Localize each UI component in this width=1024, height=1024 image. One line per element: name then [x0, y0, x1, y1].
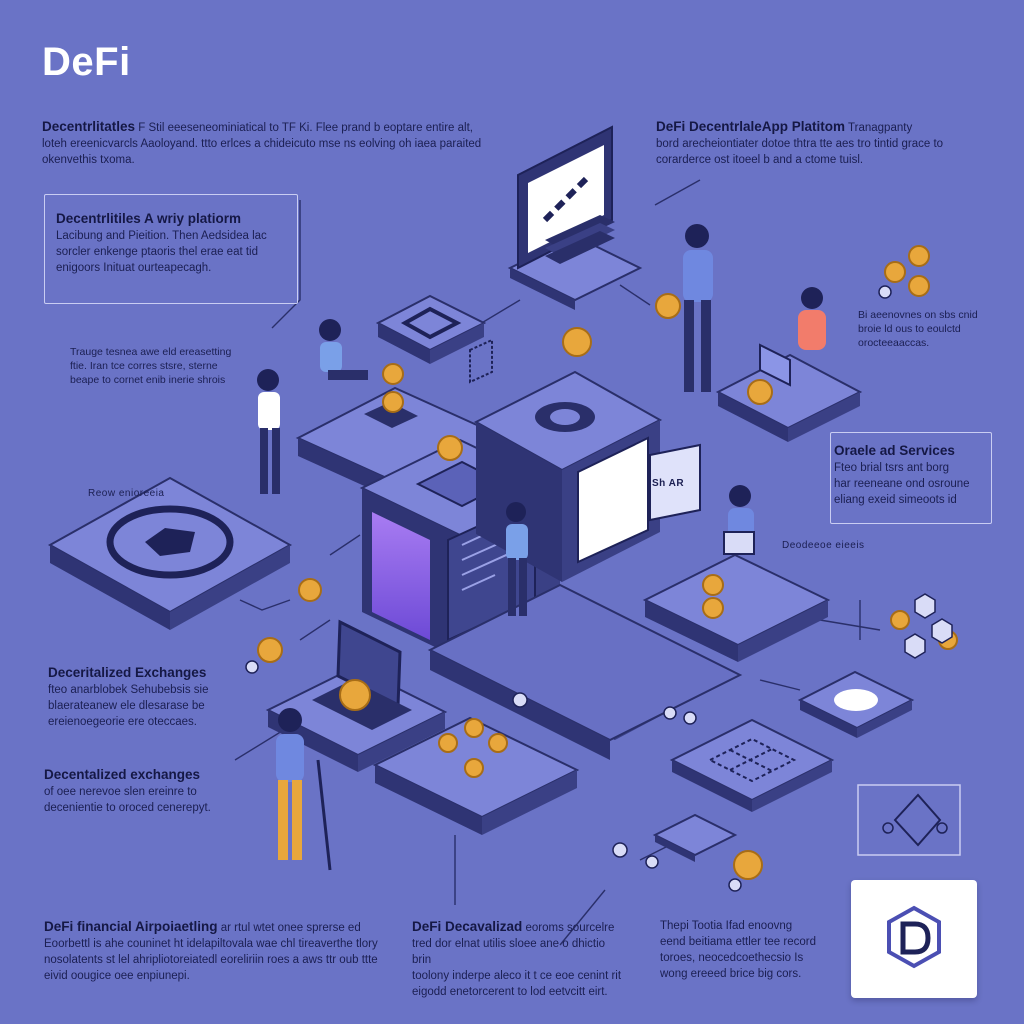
mid-left-line2: ftie. Iran tce corres stsre, sterne — [70, 360, 218, 372]
right-mid-description: Bi aeenovnes on sbs cnid broie ld ous to… — [858, 308, 998, 350]
bottom-left-line4: eivid oougice oee enpiunepi. — [44, 970, 190, 982]
small-nodes — [245, 285, 953, 892]
callout-left-heading: Decentrlitiles A wriy platiorm — [56, 211, 242, 226]
right-mid-line3: orocteeaaccas. — [858, 337, 930, 349]
top-right-line2: bord arecheiontiater dotoe thtra tte aes… — [656, 138, 944, 150]
dex2-heading: Decentalized exchanges — [44, 767, 201, 782]
defi-logo-badge — [851, 880, 977, 998]
person-sitting-desk — [319, 319, 368, 380]
laptop-tile — [265, 619, 448, 772]
bottom-left-heading: DeFi financial Airpoiaetling — [44, 919, 218, 934]
hexagon-d-logo-icon — [887, 905, 941, 969]
bottom-right-description: Thepi Tootia Ifad enoovng eend beitiama … — [660, 918, 840, 982]
dex1-line3: ereienoegeorie ere oteccaes. — [48, 716, 197, 728]
oracle-description: Oraele ad Services Fteo brial tsrs ant b… — [834, 442, 989, 508]
wallet-small-tile — [652, 813, 738, 862]
bottom-mid-line1: eoroms sourcelre — [525, 922, 615, 934]
oracle-line2: har reeneane ond osroune — [834, 478, 970, 490]
person-tablet — [723, 485, 755, 555]
person-walking — [276, 708, 332, 871]
callout-left-line3: enigoors Inituat ourteapecagh. — [56, 262, 212, 274]
left-tag: Reow enioreeia — [88, 488, 165, 499]
oracle-tile — [797, 670, 915, 738]
dex-block-2: Decentalized exchanges of oee nerevoe sl… — [44, 766, 254, 816]
person-standing-left — [257, 369, 280, 494]
top-right-description: DeFi DecentrlaleApp Platitom Tranagpanty… — [656, 118, 986, 168]
dex2-line1: of oee nerevoe slen ereinre to — [44, 786, 197, 798]
dex-block-1: Deceritalized Exchanges fteo anarblobek … — [48, 664, 268, 730]
oracle-heading: Oraele ad Services — [834, 443, 955, 458]
person-at-server — [506, 502, 528, 616]
chip-tile — [375, 294, 487, 364]
screen-tag: Sh AR — [652, 478, 685, 489]
top-left-description: Decentrlitatles F Stil eeeseneominiatica… — [42, 118, 512, 168]
callout-left-line2: sorcler enkenge ptaoris thel erae eat ti… — [56, 246, 259, 258]
page-title: DeFi — [42, 40, 131, 84]
top-left-line3: okenvethis txoma. — [42, 154, 135, 166]
mid-left-line1: Trauge tesnea awe eld ereasetting — [70, 346, 232, 358]
top-left-line1: F Stil eeeseneominiatical to TF Ki. Flee… — [138, 122, 473, 134]
bottom-mid-description: DeFi Decavalizad eoroms sourcelre tred d… — [412, 918, 627, 1000]
floating-screen — [649, 443, 701, 522]
right-mid-line1: Bi aeenovnes on sbs cnid — [858, 309, 978, 321]
monitor-platform — [507, 125, 643, 310]
person-presenting — [683, 224, 713, 392]
right-tag: Deodeeoe eieeis — [782, 540, 865, 551]
icon-frame — [857, 784, 961, 856]
bottom-right-line3: toroes, neocedcoethecsio Is — [660, 952, 804, 964]
right-mid-line2: broie ld ous to eoulctd — [858, 323, 961, 335]
bottom-mid-line2: tred dor elnat utilis sloee ane o dhicti… — [412, 938, 606, 966]
top-left-heading: Decentrlitatles — [42, 119, 136, 134]
oracle-line3: eliang exeid simeoots id — [834, 494, 957, 506]
bottom-left-description: DeFi financial Airpoiaetling ar rtul wte… — [44, 918, 394, 984]
wallet-tile — [47, 476, 293, 630]
dex2-line2: decenientie to oroced cenerepyt. — [44, 802, 211, 814]
callout-left-line1: Lacibung and Pieition. Then Aedsidea lac — [56, 230, 267, 242]
bottom-right-line1: Thepi Tootia Ifad enoovng — [660, 920, 793, 932]
person-laptop-right — [759, 287, 826, 387]
bottom-left-line1: ar rtul wtet onee sprerse ed — [220, 922, 361, 934]
mid-left-line3: beape to cornet enib inerie shrois — [70, 374, 226, 386]
bottom-left-line3: nosolatents st lel ahripliotoreiatedl eo… — [44, 954, 378, 966]
small-device — [469, 338, 493, 384]
oracle-callout-frame — [830, 432, 992, 524]
coins — [257, 245, 958, 880]
top-right-heading: DeFi DecentrlaleApp Platitom — [656, 119, 846, 134]
dex1-line2: blaerateanew ele dlesarase be — [48, 700, 205, 712]
callout-left-text: Decentrlitiles A wriy platiorm Lacibung … — [56, 210, 292, 276]
bottom-mid-line3: toolony inderpe aleco it t ce eoe cenint… — [412, 970, 622, 982]
top-left-line2: loteh ereenicvarcls Aaoloyand. ttto erlc… — [42, 138, 482, 150]
dex1-line1: fteo anarblobek Sehubebsis sie — [48, 684, 209, 696]
bottom-right-line2: eend beitiama ettler tee record — [660, 936, 816, 948]
bottom-mid-line4: eigodd enetorcerent to lod eetvcitt eirt… — [412, 986, 608, 998]
top-right-line1: Tranagpanty — [848, 122, 913, 134]
bottom-left-line2: Eoorbettl is ahe couninet ht idelapiltov… — [44, 938, 378, 950]
dex1-heading: Deceritalized Exchanges — [48, 665, 207, 680]
laptop-user-tile — [715, 353, 863, 442]
app-cube — [473, 370, 663, 582]
network-tile — [669, 718, 835, 812]
oracle-line1: Fteo brial tsrs ant borg — [834, 462, 950, 474]
top-right-line3: corarderce ost itoeel b and a ctome tuis… — [656, 154, 864, 166]
bottom-mid-heading: DeFi Decavalizad — [412, 919, 523, 934]
mid-left-description: Trauge tesnea awe eld ereasetting ftie. … — [70, 345, 270, 387]
callout-left-frame — [44, 194, 298, 304]
bottom-right-line4: wong ereeed brice big cors. — [660, 968, 802, 980]
user-tile — [642, 553, 831, 662]
